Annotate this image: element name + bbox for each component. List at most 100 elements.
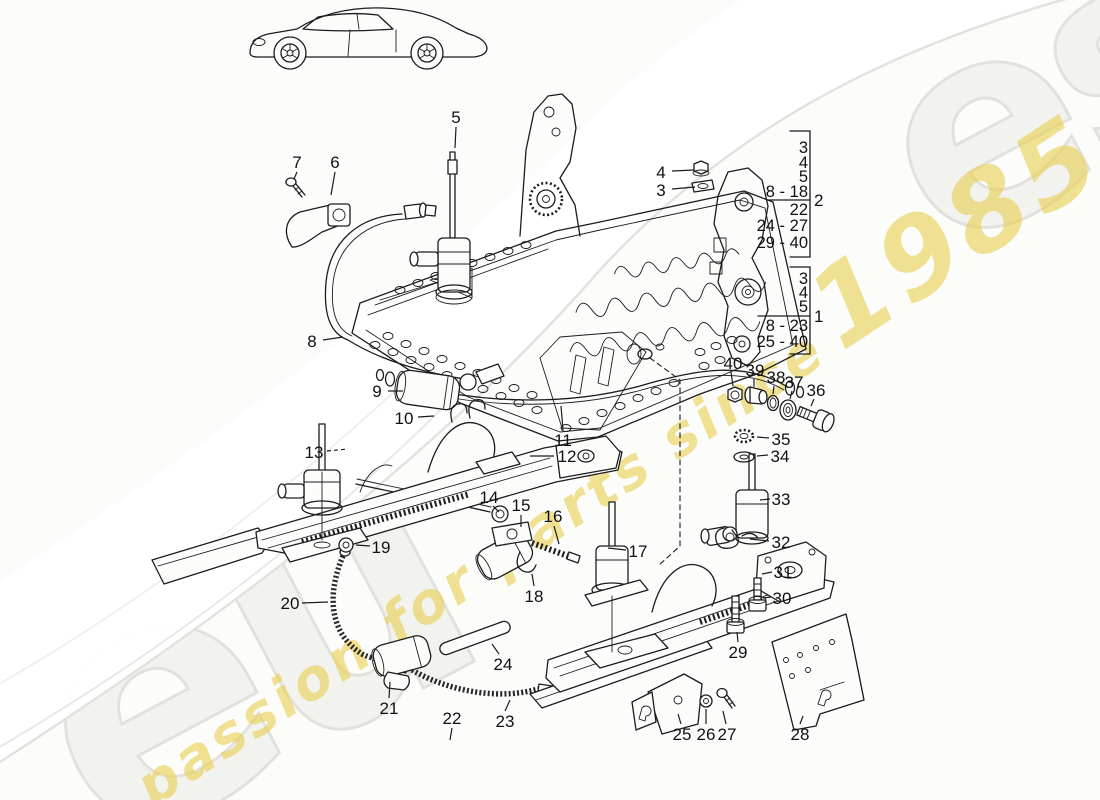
part-9-plug <box>475 363 505 385</box>
callout-leader-29 <box>736 631 739 643</box>
group-2-row-3: 8 - 18 <box>766 183 808 201</box>
perforation-hole <box>508 384 520 392</box>
part-9-motor <box>394 369 461 411</box>
group-1-row-3: 8 - 23 <box>766 317 808 335</box>
perforation-hole <box>650 387 662 395</box>
left-recliner-bracket <box>519 93 581 237</box>
group-label-1: 1 <box>814 307 823 326</box>
part-19-nut <box>338 537 354 553</box>
callout-35: 35 <box>772 430 791 449</box>
callout-9: 9 <box>372 382 381 401</box>
callout-leader-7 <box>293 171 298 180</box>
part-18-clip <box>516 551 537 573</box>
perforation-hole <box>578 417 590 425</box>
callout-15: 15 <box>512 496 531 515</box>
callout-22: 22 <box>443 709 462 728</box>
part-25-bracket <box>631 673 703 735</box>
callout-30: 30 <box>773 589 792 608</box>
perforation-hole <box>698 362 710 370</box>
callout-34: 34 <box>771 447 790 466</box>
callout-14: 14 <box>480 488 499 507</box>
callout-4: 4 <box>656 163 665 182</box>
callout-leader-10 <box>417 415 435 418</box>
group-1-row-4: 25 - 40 <box>757 333 808 351</box>
callout-leader-8 <box>322 336 344 341</box>
group-label-2: 2 <box>814 191 823 210</box>
part-8-bowden-cable <box>324 202 471 381</box>
callout-32: 32 <box>772 533 791 552</box>
part-38-seal-ring <box>766 394 780 412</box>
part-30-bolt <box>748 577 767 612</box>
callout-38: 38 <box>767 368 786 387</box>
perforation-hole <box>418 347 430 355</box>
callout-leader-40 <box>730 371 734 387</box>
callout-39: 39 <box>746 361 765 380</box>
part-34-washer <box>733 451 755 463</box>
callout-29: 29 <box>729 643 748 662</box>
callout-leader-31 <box>761 571 773 575</box>
part-32-clip <box>715 527 759 549</box>
perforation-hole <box>710 342 722 350</box>
callout-leader-34 <box>756 454 769 457</box>
perforation-hole <box>495 392 507 400</box>
perforation-hole <box>531 406 543 414</box>
callout-37: 37 <box>785 373 804 392</box>
part-37-grommet <box>779 399 797 421</box>
callout-leader-27 <box>722 710 727 725</box>
group-2-bracket <box>767 130 811 258</box>
perforation-hole <box>714 356 726 364</box>
perforation-hole <box>405 356 417 364</box>
part-40-nut <box>727 386 743 403</box>
callout-36: 36 <box>807 381 826 400</box>
callout-31: 31 <box>774 563 793 582</box>
callout-leader-11 <box>560 405 564 431</box>
group-2-row-4: 22 <box>790 201 808 219</box>
callout-leader-21 <box>388 681 391 699</box>
callout-21: 21 <box>380 699 399 718</box>
group-2-row-0: 3 <box>799 139 808 157</box>
part-33-spindle-drive <box>700 453 769 546</box>
part-29-bolt <box>726 595 745 634</box>
callout-19: 19 <box>372 538 391 557</box>
perforation-hole <box>423 363 435 371</box>
part-5-spindle-drive <box>409 151 473 305</box>
part-39-bushing <box>744 386 768 405</box>
right-recliner-bracket <box>709 167 769 367</box>
callout-leader-38 <box>772 385 775 395</box>
callout-leader-18 <box>531 573 535 587</box>
callout-20: 20 <box>281 594 300 613</box>
callout-11: 11 <box>554 431 572 450</box>
part-7-screw <box>285 177 306 198</box>
group-1-row-2: 5 <box>799 298 808 316</box>
part-35-speed-nut <box>733 428 755 444</box>
part-26-washer <box>699 694 713 708</box>
group-1-row-0: 3 <box>799 270 808 288</box>
perforation-hole <box>632 394 644 402</box>
callout-leader-22 <box>449 727 453 741</box>
part-3-washer-plate <box>691 179 715 193</box>
callout-leader-32 <box>749 538 770 542</box>
perforation-hole <box>400 340 412 348</box>
callout-leader-25 <box>677 713 682 725</box>
callout-23: 23 <box>496 712 515 731</box>
part-11-cable <box>375 368 805 405</box>
callout-leader-20 <box>301 601 329 604</box>
callout-12: 12 <box>558 447 577 466</box>
perforation-hole <box>614 402 626 410</box>
group-1-bracket <box>757 266 811 355</box>
callout-27: 27 <box>718 725 737 744</box>
part-21-motor <box>371 635 432 677</box>
group-1-row-1: 4 <box>799 284 808 302</box>
construction-line <box>649 357 681 567</box>
left-seat-rail <box>151 422 623 585</box>
callout-leader-3 <box>671 186 696 190</box>
callout-leader-6 <box>330 171 336 196</box>
group-2-row-2: 5 <box>799 168 808 186</box>
perforation-hole <box>560 424 572 432</box>
part-10-clips <box>450 399 486 423</box>
perforation-hole <box>726 336 738 344</box>
